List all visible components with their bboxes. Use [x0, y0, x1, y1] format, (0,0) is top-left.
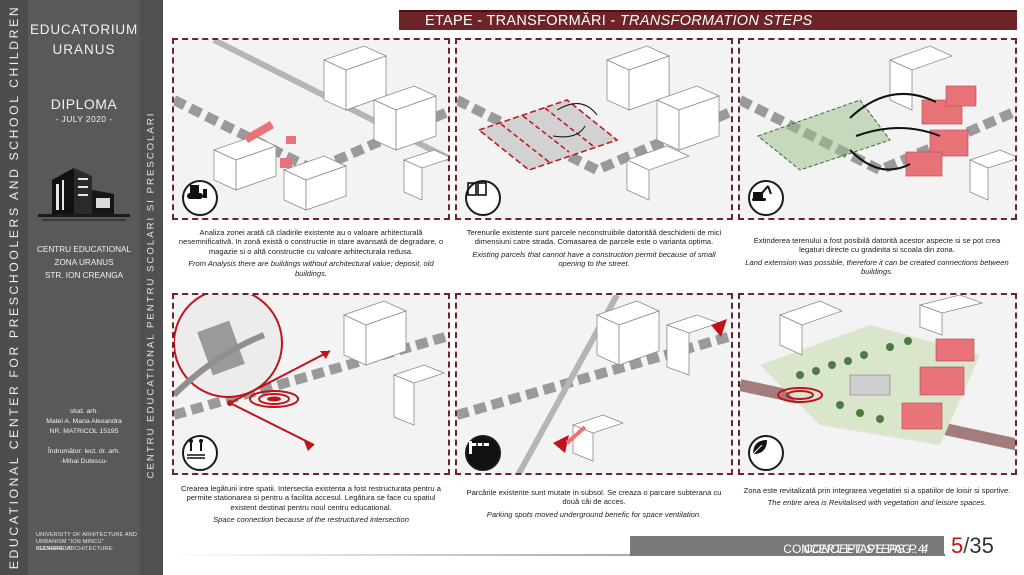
project-title-line2: URANUS	[52, 42, 116, 57]
step-panel-2	[455, 38, 733, 220]
vertical-title-main: EDUCATIONAL CENTER FOR PRESCHOOLERS AND …	[0, 0, 28, 575]
step-4-text-en: Space connection because of the restruct…	[213, 515, 409, 525]
step-6-drawing	[740, 295, 1015, 451]
step-2-caption: Terenurile existente sunt parcele necons…	[459, 228, 729, 269]
project-title-line1: EDUCATORIUM	[29, 22, 139, 37]
pedestrian-crossing-icon	[182, 435, 218, 471]
center-line3: STR. ION CREANGA	[44, 271, 124, 280]
section-title-main: ETAPE - TRANSFORMĂRI -	[425, 13, 620, 29]
step-2-drawing	[457, 45, 731, 201]
leaf-icon	[748, 435, 784, 471]
step-3-caption: Extinderea terenului a fost posibilă dat…	[742, 236, 1012, 277]
page-number: 5/35	[951, 533, 994, 559]
step-5-drawing	[457, 295, 731, 473]
step-panel-6	[738, 293, 1017, 475]
vertical-title-side-text: CENTRU EDUCATIONAL PENTRU SCOLARI SI PRE…	[145, 111, 157, 479]
step-3-text-en: Land extension was possible, therefore i…	[745, 257, 1009, 277]
vertical-title-side: CENTRU EDUCATIONAL PENTRU SCOLARI SI PRE…	[140, 0, 163, 575]
bulldozer-icon	[182, 180, 218, 216]
university-line1: UNIVERSITY OF ARHITECTURE AND	[36, 532, 138, 538]
section-title-italic: TRANSFORMATION STEPS	[619, 13, 813, 29]
step-3-text-ro: Extinderea terenului a fost posibilă dat…	[753, 236, 1001, 255]
step-4-caption: Crearea legăturii intre spatii. Intersec…	[176, 484, 446, 525]
step-5-caption: Parcările existente sunt mutate in subso…	[459, 488, 729, 519]
footer-label-main: CONCEPT ETAPE PAG. 4/	[783, 542, 928, 556]
center-line1: CENTRU EDUCATIONAL	[36, 245, 131, 254]
advisor-label: Îndrumător: lect. dr. arh.	[47, 448, 121, 455]
university-line3: -GENERAL ARCHITECTURE-	[36, 546, 115, 552]
step-panel-1	[172, 38, 450, 220]
section-title: ETAPE - TRANSFORMĂRI - TRANSFORMATION ST…	[425, 13, 813, 29]
parcel-icon	[465, 180, 501, 216]
student-label: stud. arh.	[69, 408, 99, 415]
step-4-drawing	[174, 295, 448, 451]
step-panel-5	[455, 293, 733, 475]
center-line2: ZONA URANUS	[54, 258, 114, 267]
footer-divider	[165, 554, 945, 556]
student-id: NR. MATRICOL 15195	[49, 428, 119, 435]
step-6-caption: Zona este revitalizată prin integrarea v…	[742, 486, 1012, 508]
excavator-icon	[748, 180, 784, 216]
step-1-text-ro: Analiza zonei arată că cladirile existen…	[178, 228, 444, 256]
section-header: ETAPE - TRANSFORMĂRI - TRANSFORMATION ST…	[399, 10, 1017, 30]
building-logo-icon	[38, 168, 130, 221]
diploma-label: DIPLOMA	[50, 96, 118, 112]
advisor-name: -Mihai Dutescu-	[60, 458, 108, 465]
parking-barrier-icon	[465, 435, 501, 471]
step-1-drawing	[174, 40, 448, 211]
step-panel-4	[172, 293, 450, 475]
step-2-text-ro: Terenurile existente sunt parcele necons…	[466, 228, 722, 247]
step-2-text-en: Existing parcels that cannot have a cons…	[472, 249, 716, 269]
sidebar: EDUCATIONAL CENTER FOR PRESCHOOLERS AND …	[0, 0, 163, 575]
university-line2: URBANISM "ION MINCU" BUCHAREST	[36, 539, 104, 552]
step-5-text-en: Parking spots moved underground benefic …	[486, 509, 702, 519]
page-current: 5	[951, 533, 964, 558]
step-6-text-ro: Zona este revitalizată prin integrarea v…	[743, 486, 1011, 495]
step-1-caption: Analiza zonei arată că cladirile existen…	[176, 228, 446, 278]
vertical-title-main-text: EDUCATIONAL CENTER FOR PRESCHOOLERS AND …	[7, 4, 21, 570]
step-5-text-ro: Parcările existente sunt mutate in subso…	[466, 488, 722, 507]
step-panel-3	[738, 38, 1017, 220]
student-name: Matei A. Maria Alexandra	[46, 418, 122, 425]
diploma-date: - JULY 2020 -	[55, 114, 113, 124]
page-separator: /	[963, 533, 970, 558]
footer-bar: CONCEPT ETAPE PAG. 4/ CONCEPT STEPS P. 4	[630, 536, 944, 556]
page-total: 35	[969, 533, 994, 558]
step-4-text-ro: Crearea legăturii intre spatii. Intersec…	[180, 484, 441, 512]
step-6-text-en: The entire area is Revitalised with vege…	[767, 498, 987, 508]
footer-label-italic: CONCEPT STEPS P. 4	[803, 542, 928, 556]
step-3-drawing	[740, 45, 1015, 201]
step-1-text-en: From Analysis there are buildings withou…	[188, 259, 434, 278]
